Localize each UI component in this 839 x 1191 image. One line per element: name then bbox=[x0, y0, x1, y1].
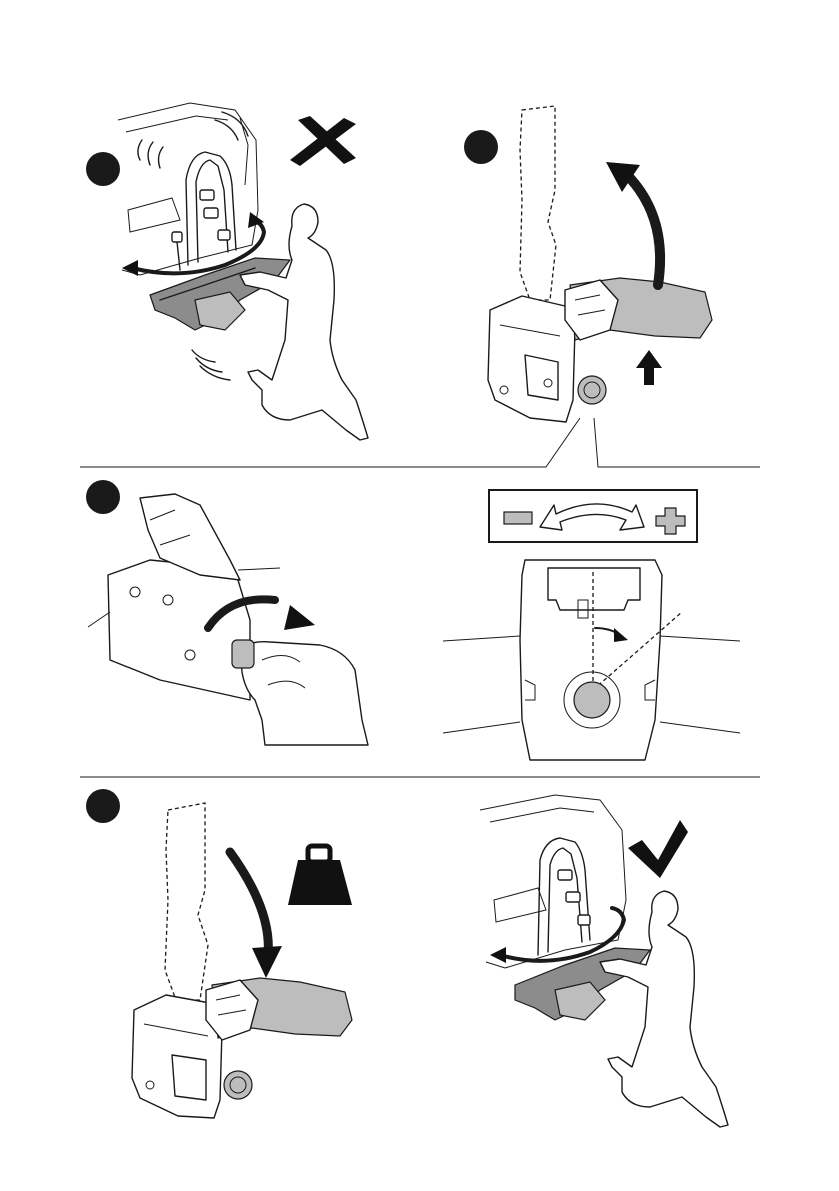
adjust-knob-4 bbox=[224, 1071, 252, 1099]
ghost-outline-4 bbox=[165, 803, 208, 1000]
tension-indicator bbox=[489, 490, 697, 542]
step-4-panel bbox=[86, 789, 352, 1118]
cross-icon bbox=[290, 116, 356, 166]
minus-icon bbox=[504, 512, 532, 524]
step-2-marker bbox=[464, 130, 498, 164]
callout-line-right bbox=[594, 418, 760, 467]
kneeling-person-2 bbox=[600, 891, 728, 1127]
step-4-marker bbox=[86, 789, 120, 823]
ghost-outline bbox=[520, 106, 556, 300]
lift-arrow bbox=[630, 178, 660, 285]
wobble-mark-top bbox=[215, 120, 238, 140]
adjust-knob-front bbox=[574, 682, 610, 718]
hand-turning-knob bbox=[240, 642, 368, 745]
towbar-detail bbox=[108, 560, 250, 700]
wobble-mark-left bbox=[138, 140, 142, 160]
callout-line-left bbox=[80, 418, 580, 467]
step-3-panel bbox=[80, 480, 760, 777]
weight-icon bbox=[288, 846, 352, 905]
press-down-arrow bbox=[230, 852, 268, 955]
wobble-mark-bottom bbox=[192, 350, 215, 362]
kneeling-person bbox=[240, 204, 368, 440]
push-up-arrow bbox=[636, 350, 662, 385]
step-1-marker bbox=[86, 152, 120, 186]
step-3-marker bbox=[86, 480, 120, 514]
checkmark-icon bbox=[628, 820, 688, 878]
step-4-result-panel bbox=[480, 795, 728, 1127]
step-1-panel bbox=[86, 103, 368, 440]
adjust-knob bbox=[578, 376, 606, 404]
